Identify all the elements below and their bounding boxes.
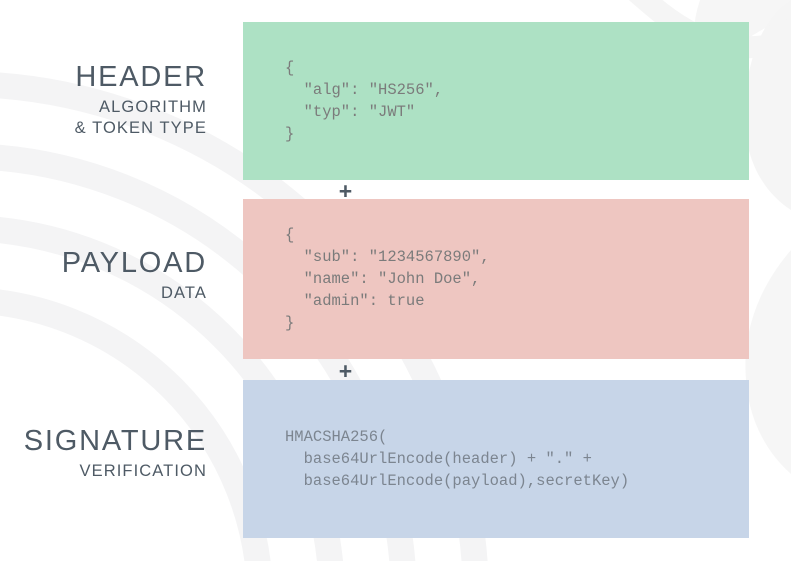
header-sublabel-line-1: ALGORITHM xyxy=(99,98,207,117)
payload-sublabel-line-1: DATA xyxy=(161,284,207,303)
payload-sublabel: DATA xyxy=(0,283,207,303)
separator-plus-2: + xyxy=(0,360,791,383)
plus-symbol-1: + xyxy=(338,178,353,204)
signature-code-block: HMACSHA256( base64UrlEncode(header) + ".… xyxy=(243,380,749,538)
payload-title: PAYLOAD xyxy=(61,247,207,279)
signature-sublabel: VERIFICATION xyxy=(0,461,207,481)
signature-sublabel-line-1: VERIFICATION xyxy=(79,462,207,481)
section-label-signature: SIGNATURE VERIFICATION xyxy=(0,426,207,482)
header-title: HEADER xyxy=(75,61,207,93)
separator-plus-1: + xyxy=(0,180,791,203)
signature-title: SIGNATURE xyxy=(23,425,207,457)
payload-code-text: { "sub": "1234567890", "name": "John Doe… xyxy=(285,226,490,332)
plus-symbol-2: + xyxy=(338,358,353,384)
header-sublabel: ALGORITHM & TOKEN TYPE xyxy=(0,97,207,137)
payload-code-block: { "sub": "1234567890", "name": "John Doe… xyxy=(243,199,749,359)
header-sublabel-line-2: & TOKEN TYPE xyxy=(74,118,207,137)
header-code-block: { "alg": "HS256", "typ": "JWT" } xyxy=(243,22,749,180)
section-label-header: HEADER ALGORITHM & TOKEN TYPE xyxy=(0,62,207,138)
signature-code-text: HMACSHA256( base64UrlEncode(header) + ".… xyxy=(285,428,630,490)
section-label-payload: PAYLOAD DATA xyxy=(0,248,207,304)
header-code-text: { "alg": "HS256", "typ": "JWT" } xyxy=(285,59,444,143)
